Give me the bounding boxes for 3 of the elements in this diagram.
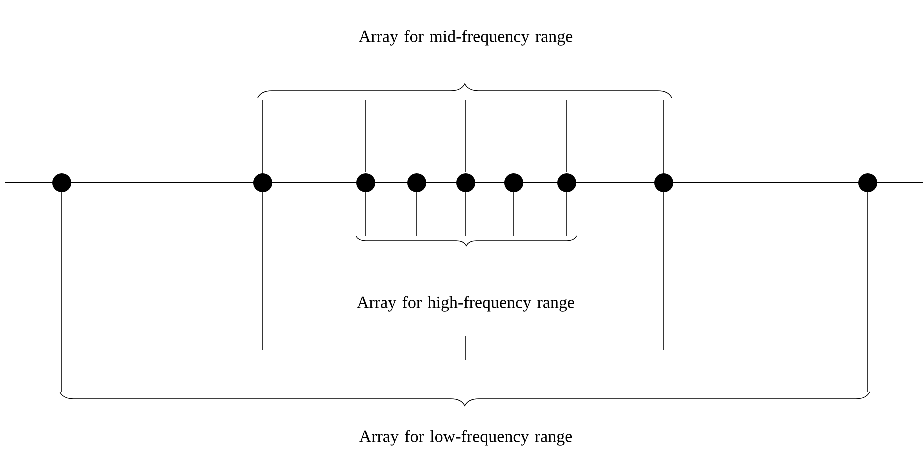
caption-text: Array for mid-frequency range (359, 30, 573, 46)
caption-text: Array for high-frequency range (357, 296, 574, 312)
caption-text: Array for low-frequency range (360, 430, 572, 446)
